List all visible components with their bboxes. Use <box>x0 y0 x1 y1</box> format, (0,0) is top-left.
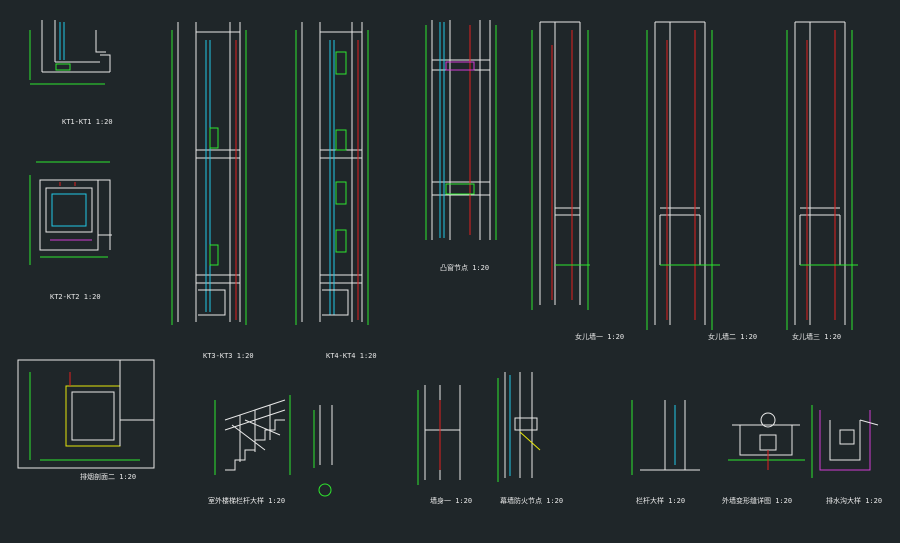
title-scale: 1:20 <box>455 497 473 505</box>
detail-curtain-fire <box>497 372 541 482</box>
title-scale: 1:20 <box>472 264 490 272</box>
title-parapet-2: 女儿墙二 1:20 <box>708 333 757 341</box>
title-scale: 1:20 <box>359 352 377 360</box>
title-text: 栏杆大样 <box>636 497 664 505</box>
title-kt4: KT4-KT4 1:20 <box>326 352 377 360</box>
detail-kt4 <box>295 22 369 325</box>
title-text: 女儿墙二 <box>708 333 736 341</box>
detail-railing <box>631 400 700 475</box>
title-railing: 栏杆大样 1:20 <box>636 497 685 505</box>
detail-kt2 <box>29 161 112 265</box>
title-kt2: KT2-KT2 1:20 <box>50 293 101 301</box>
title-smoke-exhaust: 排烟剖面二 1:20 <box>80 473 136 481</box>
title-scale: 1:20 <box>775 497 793 505</box>
title-text: 室外楼梯栏杆大样 <box>208 497 264 505</box>
title-parapet-3: 女儿墙三 1:20 <box>792 333 841 341</box>
title-scale: 1:20 <box>607 333 625 341</box>
title-kt3: KT3-KT3 1:20 <box>203 352 254 360</box>
detail-kt3 <box>171 22 247 325</box>
detail-bay-window <box>425 20 497 240</box>
title-stair-railing: 室外楼梯栏杆大样 1:20 <box>208 497 285 505</box>
title-text: 幕墙防火节点 <box>500 497 542 505</box>
title-scale: 1:20 <box>740 333 758 341</box>
title-scale: 1:20 <box>236 352 254 360</box>
title-parapet-1: 女儿墙一 1:20 <box>575 333 624 341</box>
detail-wall-1 <box>417 385 461 485</box>
title-text: 排水沟大样 <box>826 497 861 505</box>
title-text: KT4-KT4 <box>326 352 356 360</box>
detail-drain <box>811 405 879 478</box>
title-text: KT3-KT3 <box>203 352 233 360</box>
detail-smoke-exhaust <box>17 359 155 469</box>
title-text: 女儿墙三 <box>792 333 820 341</box>
detail-stair-railing <box>214 395 291 475</box>
title-text: 凸窗节点 <box>440 264 468 272</box>
title-text: KT2-KT2 <box>50 293 80 301</box>
title-text: 女儿墙一 <box>575 333 603 341</box>
title-bay-window: 凸窗节点 1:20 <box>440 264 489 272</box>
title-scale: 1:20 <box>95 118 113 126</box>
detail-expansion-joint <box>728 412 805 470</box>
title-wall-1: 墙身一 1:20 <box>430 497 472 505</box>
title-text: 排烟剖面二 <box>80 473 115 481</box>
title-scale: 1:20 <box>865 497 883 505</box>
detail-parapet-3 <box>786 21 858 330</box>
title-drain: 排水沟大样 1:20 <box>826 497 882 505</box>
detail-parapet-2 <box>646 21 720 330</box>
detail-parapet-1 <box>531 21 590 310</box>
title-scale: 1:20 <box>119 473 137 481</box>
title-scale: 1:20 <box>824 333 842 341</box>
title-scale: 1:20 <box>668 497 686 505</box>
title-expansion-joint: 外墙变形缝详图 1:20 <box>722 497 792 505</box>
title-text: 外墙变形缝详图 <box>722 497 771 505</box>
title-scale: 1:20 <box>268 497 286 505</box>
title-text: KT1-KT1 <box>62 118 92 126</box>
detail-kt1 <box>29 20 111 85</box>
title-curtain-fire: 幕墙防火节点 1:20 <box>500 497 563 505</box>
title-kt1: KT1-KT1 1:20 <box>62 118 113 126</box>
title-scale: 1:20 <box>546 497 564 505</box>
title-scale: 1:20 <box>83 293 101 301</box>
detail-anchor <box>313 405 333 497</box>
title-text: 墙身一 <box>430 497 451 505</box>
